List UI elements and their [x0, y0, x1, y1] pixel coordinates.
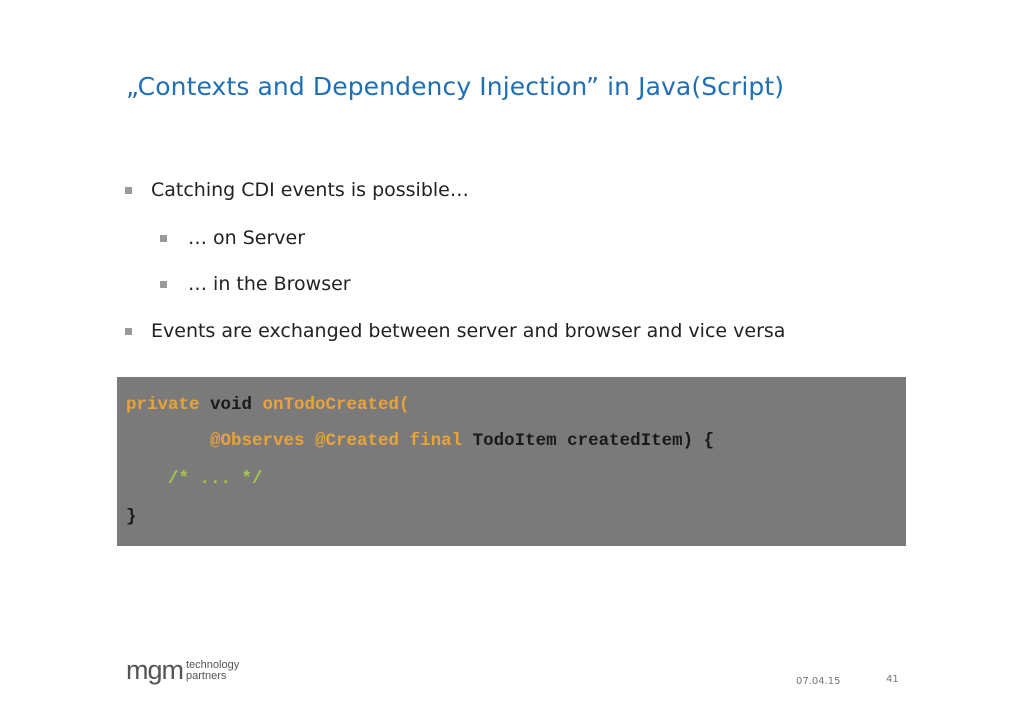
company-logo: mgm technology partners [126, 657, 239, 684]
logo-subtext-line: technology [186, 658, 240, 671]
slide-date: 07.04.15 [796, 676, 841, 687]
code-space [305, 431, 316, 451]
code-line: } [126, 507, 137, 527]
code-method: onTodoCreated( [262, 395, 410, 415]
logo-wordmark: mgm [126, 655, 184, 685]
code-line: private void onTodoCreated( [126, 395, 410, 415]
code-keyword: private [126, 395, 200, 415]
bullet-square-icon [125, 327, 132, 335]
bullet-item: Events are exchanged between server and … [125, 320, 785, 342]
sub-bullet-item: … in the Browser [160, 273, 351, 295]
slide-title: „Contexts and Dependency Injection” in J… [126, 72, 785, 101]
logo-subtext-line: partners [186, 669, 227, 682]
code-keyword: final [409, 431, 463, 451]
bullet-text: … in the Browser [188, 273, 351, 295]
code-line: @Observes @Created final TodoItem create… [126, 431, 714, 451]
code-block: private void onTodoCreated( @Observes @C… [117, 377, 906, 546]
code-line: /* ... */ [126, 469, 263, 489]
bullet-text: Events are exchanged between server and … [151, 320, 786, 342]
code-text: TodoItem createdItem) { [462, 431, 715, 451]
bullet-square-icon [125, 186, 132, 194]
code-indent [126, 431, 210, 451]
sub-bullet-item: … on Server [160, 227, 305, 249]
page-number: 41 [886, 674, 899, 685]
code-comment: /* ... */ [168, 469, 263, 489]
logo-subtext: technology partners [186, 658, 240, 682]
bullet-square-icon [160, 234, 167, 242]
bullet-text: Catching CDI events is possible… [151, 179, 469, 201]
code-indent [126, 469, 168, 489]
code-annotation: @Created [315, 431, 400, 451]
bullet-item: Catching CDI events is possible… [125, 179, 469, 201]
bullet-square-icon [160, 280, 167, 288]
code-type: void [199, 395, 263, 415]
bullet-text: … on Server [188, 227, 306, 249]
code-annotation: @Observes [210, 431, 305, 451]
code-space [399, 431, 410, 451]
